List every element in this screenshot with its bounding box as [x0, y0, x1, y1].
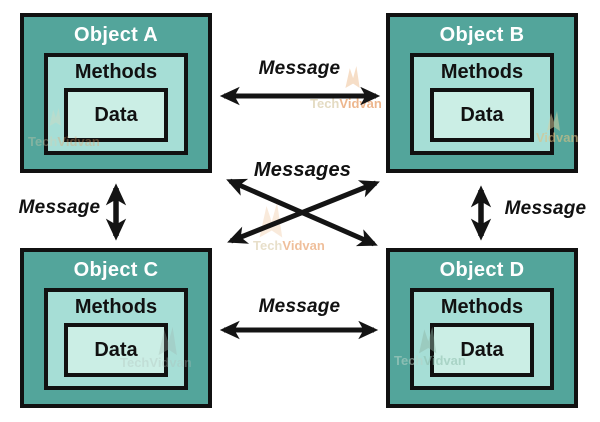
object-c-methods-box: Methods Data [44, 288, 188, 390]
techvidvan-watermark: TechVidvan [253, 238, 325, 253]
arrow-a-d [226, 178, 378, 247]
object-a-methods-label: Methods [74, 61, 158, 83]
messages-label-center: Messages [253, 159, 352, 181]
message-label-top: Message [258, 58, 341, 79]
object-box-c: Object C Methods Data [20, 248, 212, 408]
message-label-right: Message [504, 198, 587, 219]
object-a-data-box: Data [64, 88, 168, 142]
object-c-methods-label: Methods [74, 296, 158, 318]
techvidvan-watermark: TechVidvan [310, 96, 382, 111]
object-b-title: Object B [439, 23, 525, 46]
object-a-methods-box: Methods Data [44, 53, 188, 155]
techvidvan-logo-watermark [259, 202, 283, 238]
object-d-title: Object D [439, 258, 525, 281]
object-d-data-box: Data [430, 323, 534, 377]
object-c-title: Object C [73, 258, 159, 281]
object-d-methods-box: Methods Data [410, 288, 554, 390]
object-box-b: Object B Methods Data [386, 13, 578, 173]
object-b-data-box: Data [430, 88, 534, 142]
object-box-a: Object A Methods Data [20, 13, 212, 173]
object-b-methods-box: Methods Data [410, 53, 554, 155]
object-a-title: Object A [74, 23, 158, 46]
object-b-methods-label: Methods [440, 61, 524, 83]
object-box-d: Object D Methods Data [386, 248, 578, 408]
message-label-left: Message [18, 197, 101, 218]
arrow-c-b [227, 180, 380, 244]
object-d-methods-label: Methods [440, 296, 524, 318]
message-label-bottom: Message [258, 296, 341, 317]
object-c-data-box: Data [64, 323, 168, 377]
